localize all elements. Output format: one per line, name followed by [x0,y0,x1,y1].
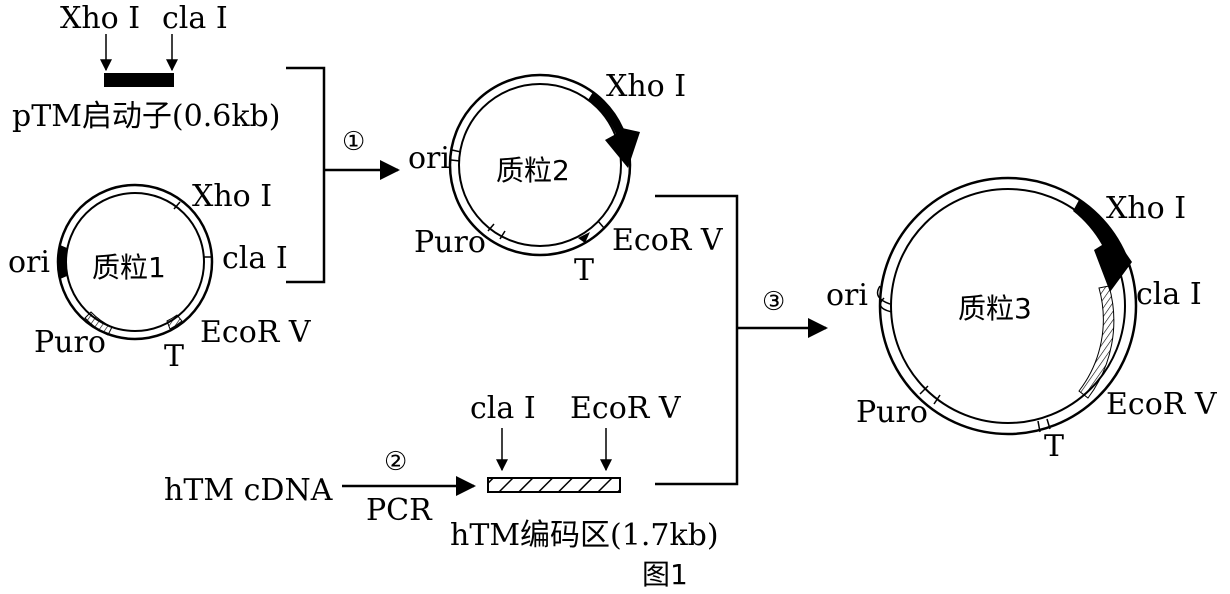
plasmid1-t-label: T [164,339,184,374]
plasmid1-cla-label: cla I [222,241,288,276]
step1-bracket [286,66,326,284]
step-1-connector: ① [286,66,400,284]
plasmid2-puro-tick-1 [487,223,495,232]
plasmid2-promoter-arrow [588,92,640,168]
coding-fragment: cla I EcoR Ⅴ hTM cDNA ② PCR hTM编码区(1.7kb… [164,391,719,553]
plasmid2-outer-ring [448,73,632,257]
plasmid-1: 质粒1 ori Xho I cla I Puro T EcoR Ⅴ [8,179,312,374]
figure-caption: 图1 [642,558,688,591]
plasmid2-inner-ring [458,83,622,247]
plasmid3-ori-label: ori [826,278,868,313]
promoter-bar [104,73,174,87]
plasmid2-ori-label: ori [408,141,450,176]
coding-site-cla: cla I [470,391,536,426]
plasmid1-xho-tick [173,201,181,210]
coding-site-ecor: EcoR Ⅴ [570,391,682,426]
plasmid2-ecor-label: EcoR Ⅴ [612,223,724,258]
plasmid3-inner-ring [890,188,1126,424]
plasmid1-ecor-label: EcoR Ⅴ [200,315,312,350]
plasmid3-puro-label: Puro [856,395,928,430]
plasmid3-ecor-label: EcoR Ⅴ [1106,387,1218,422]
promoter-site-xho: Xho I [60,1,140,36]
coding-label: hTM编码区(1.7kb) [450,518,719,553]
plasmid2-t-label: T [574,253,594,288]
plasmid3-cla-label: cla I [1136,277,1202,312]
step3-bracket [655,194,739,486]
plasmid2-puro-tick-2 [499,230,506,240]
plasmid3-puro-tick-1 [919,385,929,395]
promoter-fragment: Xho I cla I pTM启动子(0.6kb) [12,1,280,134]
plasmid1-name: 质粒1 [92,251,166,284]
plasmid3-t-tick-2 [1046,418,1051,430]
plasmid3-puro-tick-2 [933,394,941,405]
step3-number: ③ [762,287,785,317]
plasmid3-name: 质粒3 [958,292,1032,325]
plasmid2-t-marker [578,232,590,243]
plasmid1-xho-label: Xho I [192,179,272,214]
plasmid-2: 质粒2 ori Xho I Puro T EcoR Ⅴ [408,69,724,288]
promoter-label: pTM启动子(0.6kb) [12,99,280,134]
step2-number: ② [384,447,407,477]
plasmid2-ecor-tick [597,220,605,229]
plasmid2-puro-label: Puro [414,225,486,260]
pcr-label: PCR [366,493,433,528]
plasmid1-inner-ring [65,192,205,332]
plasmid3-promoter-arrow [1073,200,1132,292]
plasmid1-outer-ring [56,183,214,341]
plasmid3-ori-marks [876,285,893,313]
step1-number: ① [342,127,365,157]
plasmid2-ori-tick-1 [451,149,462,153]
plasmid1-ori-segment [58,245,67,279]
coding-source-label: hTM cDNA [164,473,333,508]
plasmid1-ori-label: ori [8,245,50,280]
plasmid3-t-tick-1 [1037,420,1041,433]
plasmid1-t-segment [166,314,183,330]
plasmid1-puro-segment [84,311,113,336]
step-3-connector: ③ [655,194,828,486]
plasmid2-name: 质粒2 [496,154,570,187]
plasmid-3: 质粒3 ori Xho I cla I Puro T EcoR Ⅴ [826,176,1218,464]
plasmid3-t-label: T [1044,429,1064,464]
promoter-site-cla: cla I [162,1,228,36]
plasmid2-ori-tick-2 [450,159,461,162]
plasmid3-coding-segment [1078,285,1115,399]
plasmid3-xho-label: Xho I [1106,191,1186,226]
plasmid2-xho-label: Xho I [606,69,686,104]
coding-bar [487,477,621,493]
plasmid1-puro-label: Puro [34,325,106,360]
